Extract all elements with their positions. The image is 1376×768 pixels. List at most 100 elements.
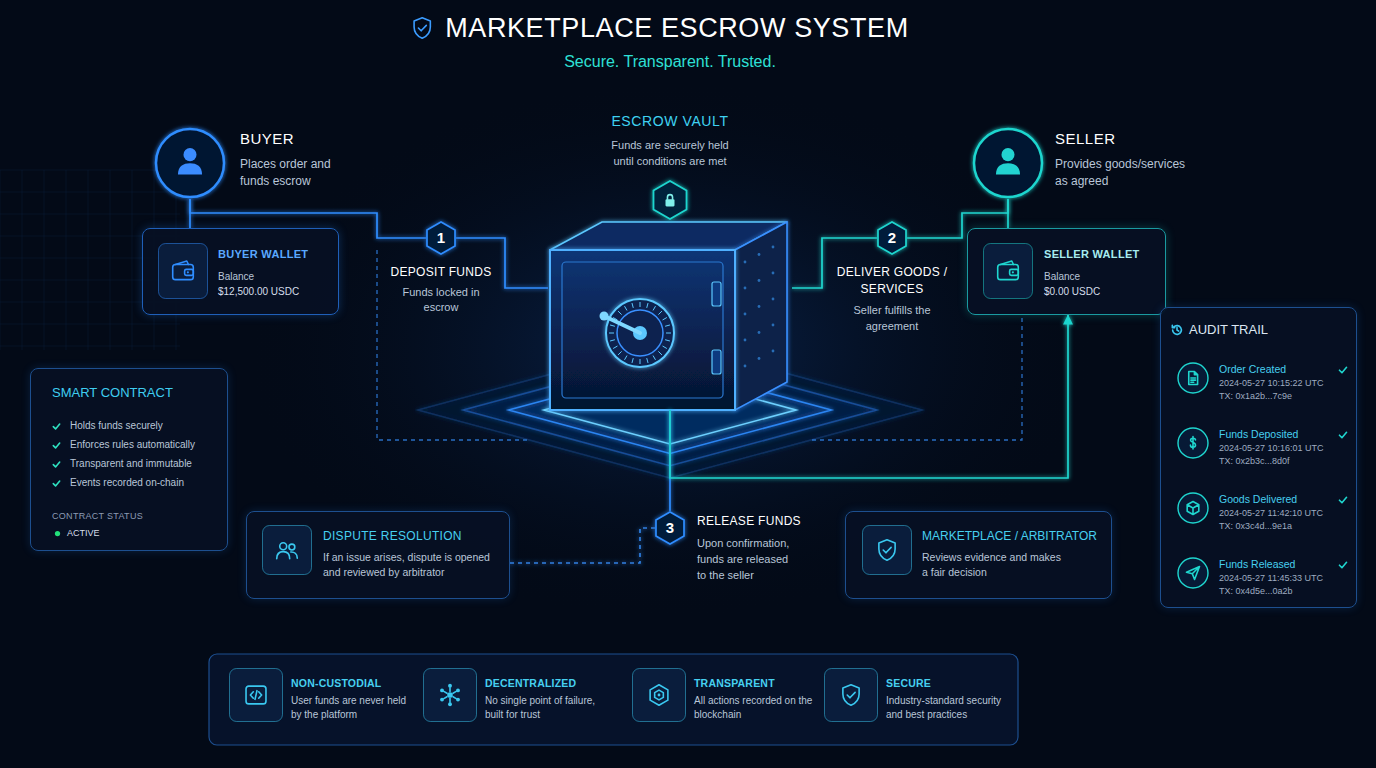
shieldcheck-glyph [879,540,895,561]
tick-icon [1338,560,1348,570]
vault-side-dot [758,305,761,308]
icon-tile [159,244,208,299]
check-mark [52,479,61,488]
grid-line [132,170,133,350]
node-heading: MARKETPLACE / ARBITRATOR [922,528,1105,544]
tick-glyph [1339,497,1346,502]
seller-actor: SELLERProvides goods/services as agreed [972,127,1197,190]
vault-dial-tick [640,359,641,364]
vault-dial-tick [613,346,617,349]
network-glyph [440,684,460,706]
glyph-line [414,18,430,39]
cube-icon [1177,492,1209,524]
node-text: RELEASE FUNDS [697,513,825,530]
glyph-line [879,540,895,561]
node-heading: BUYER [240,129,350,148]
node-text: Industry-standard security and best prac… [886,694,1006,722]
vault-side-dot [772,246,775,249]
node-heading: NON-CUSTODIAL [291,676,411,690]
node-text: No single point of failure, built for tr… [485,694,605,722]
dollar-glyph [1190,437,1195,449]
hexcore-glyph [650,685,668,706]
node-text: Transparent and immutable [52,457,219,471]
tick-glyph [1339,367,1346,372]
escrow-vault: ESCROW VAULTFunds are securely held unti… [548,112,792,410]
wallet-icon [983,243,1033,299]
avatar-ring [156,129,224,197]
contract-panel: SMART CONTRACTHolds funds securelyEnforc… [30,368,228,551]
node-text: TX: 0x3c4d...9e1a [1219,520,1339,533]
glyph-line [444,697,447,699]
vault-door [550,250,735,410]
glyph-line [453,691,456,693]
glyph-dot [447,692,453,698]
vault-side-dot [758,279,761,282]
node-heading: Order Created [1219,362,1339,376]
node-heading: Goods Delivered [1219,492,1339,506]
glyph-line [53,424,59,429]
hexcore-icon [632,668,686,722]
code-icon [229,668,283,722]
tick-glyph [53,424,59,429]
subtitle-label: Secure. Transparent. Trusted. [564,52,776,72]
glyph-line [1187,501,1199,514]
vault-side-dot [772,298,775,301]
buyer-actor: BUYERPlaces order and funds escrow [154,127,350,190]
icon-tile [230,669,283,722]
icon-tile [984,244,1033,299]
node-heading: DECENTRALIZED [485,676,605,690]
step-node: 1DEPOSIT FUNDSFunds locked in escrow [381,221,501,315]
glyph-line [1339,367,1346,372]
avatar-circle [972,127,1044,199]
diagram-title: MARKETPLACE ESCROW SYSTEM [445,11,909,45]
vault-side-dot [758,331,761,334]
grid-line [0,346,180,347]
step-number: 1 [426,221,456,255]
grid-line [0,214,180,215]
flow-connector [1007,199,1009,228]
feature-item: NON-CUSTODIALUser funds are never held b… [229,668,415,724]
feature-item: SECUREIndustry-standard security and bes… [824,668,1010,724]
node-text: CONTRACT STATUS [52,510,219,522]
vault-dial-tick [663,318,667,321]
hexagon-outline [878,222,906,254]
glyph-dot [448,684,452,688]
vault-side-dot [758,253,761,256]
vault-dial-tick [609,333,614,334]
node-text: TX: 0x4d5e...0a2b [1219,585,1339,598]
user-glyph [996,148,1020,174]
glyph-dot [448,702,452,706]
glyph-dot [440,698,444,702]
node-heading: ESCROW VAULT [548,112,792,130]
grid-line [88,170,89,350]
check-mark [52,460,61,469]
node-heading: SELLER WALLET [1044,247,1157,261]
icon-tile [424,669,477,722]
glyph-rect [185,269,194,275]
vault-dial-tick [610,325,615,326]
glyph-rect [1010,269,1019,275]
glyph-rect [666,199,675,206]
node-text: Events recorded on-chain [52,476,219,490]
glyph-line [667,195,672,200]
glyph-line [53,443,59,448]
feature-item: DECENTRALIZED No single point of failure,… [423,668,609,724]
glyph-line [996,163,1020,174]
icon-tile [825,669,878,722]
tick-glyph [53,443,59,448]
icon-tile [633,669,686,722]
people-icon [262,525,312,575]
wallet-icon [158,243,208,299]
vault-dial-tick [658,311,662,315]
glyph-line [418,25,426,30]
node-text: Balance [1044,270,1157,283]
vault-side-dot [772,350,775,353]
vault-hinge [712,282,721,306]
grid-line [66,170,67,350]
node-text: ACTIVE [52,527,219,539]
vault-side [735,222,787,410]
avatar-circle [154,127,226,199]
icon-tile [263,526,312,575]
glyph-line [1172,325,1181,334]
